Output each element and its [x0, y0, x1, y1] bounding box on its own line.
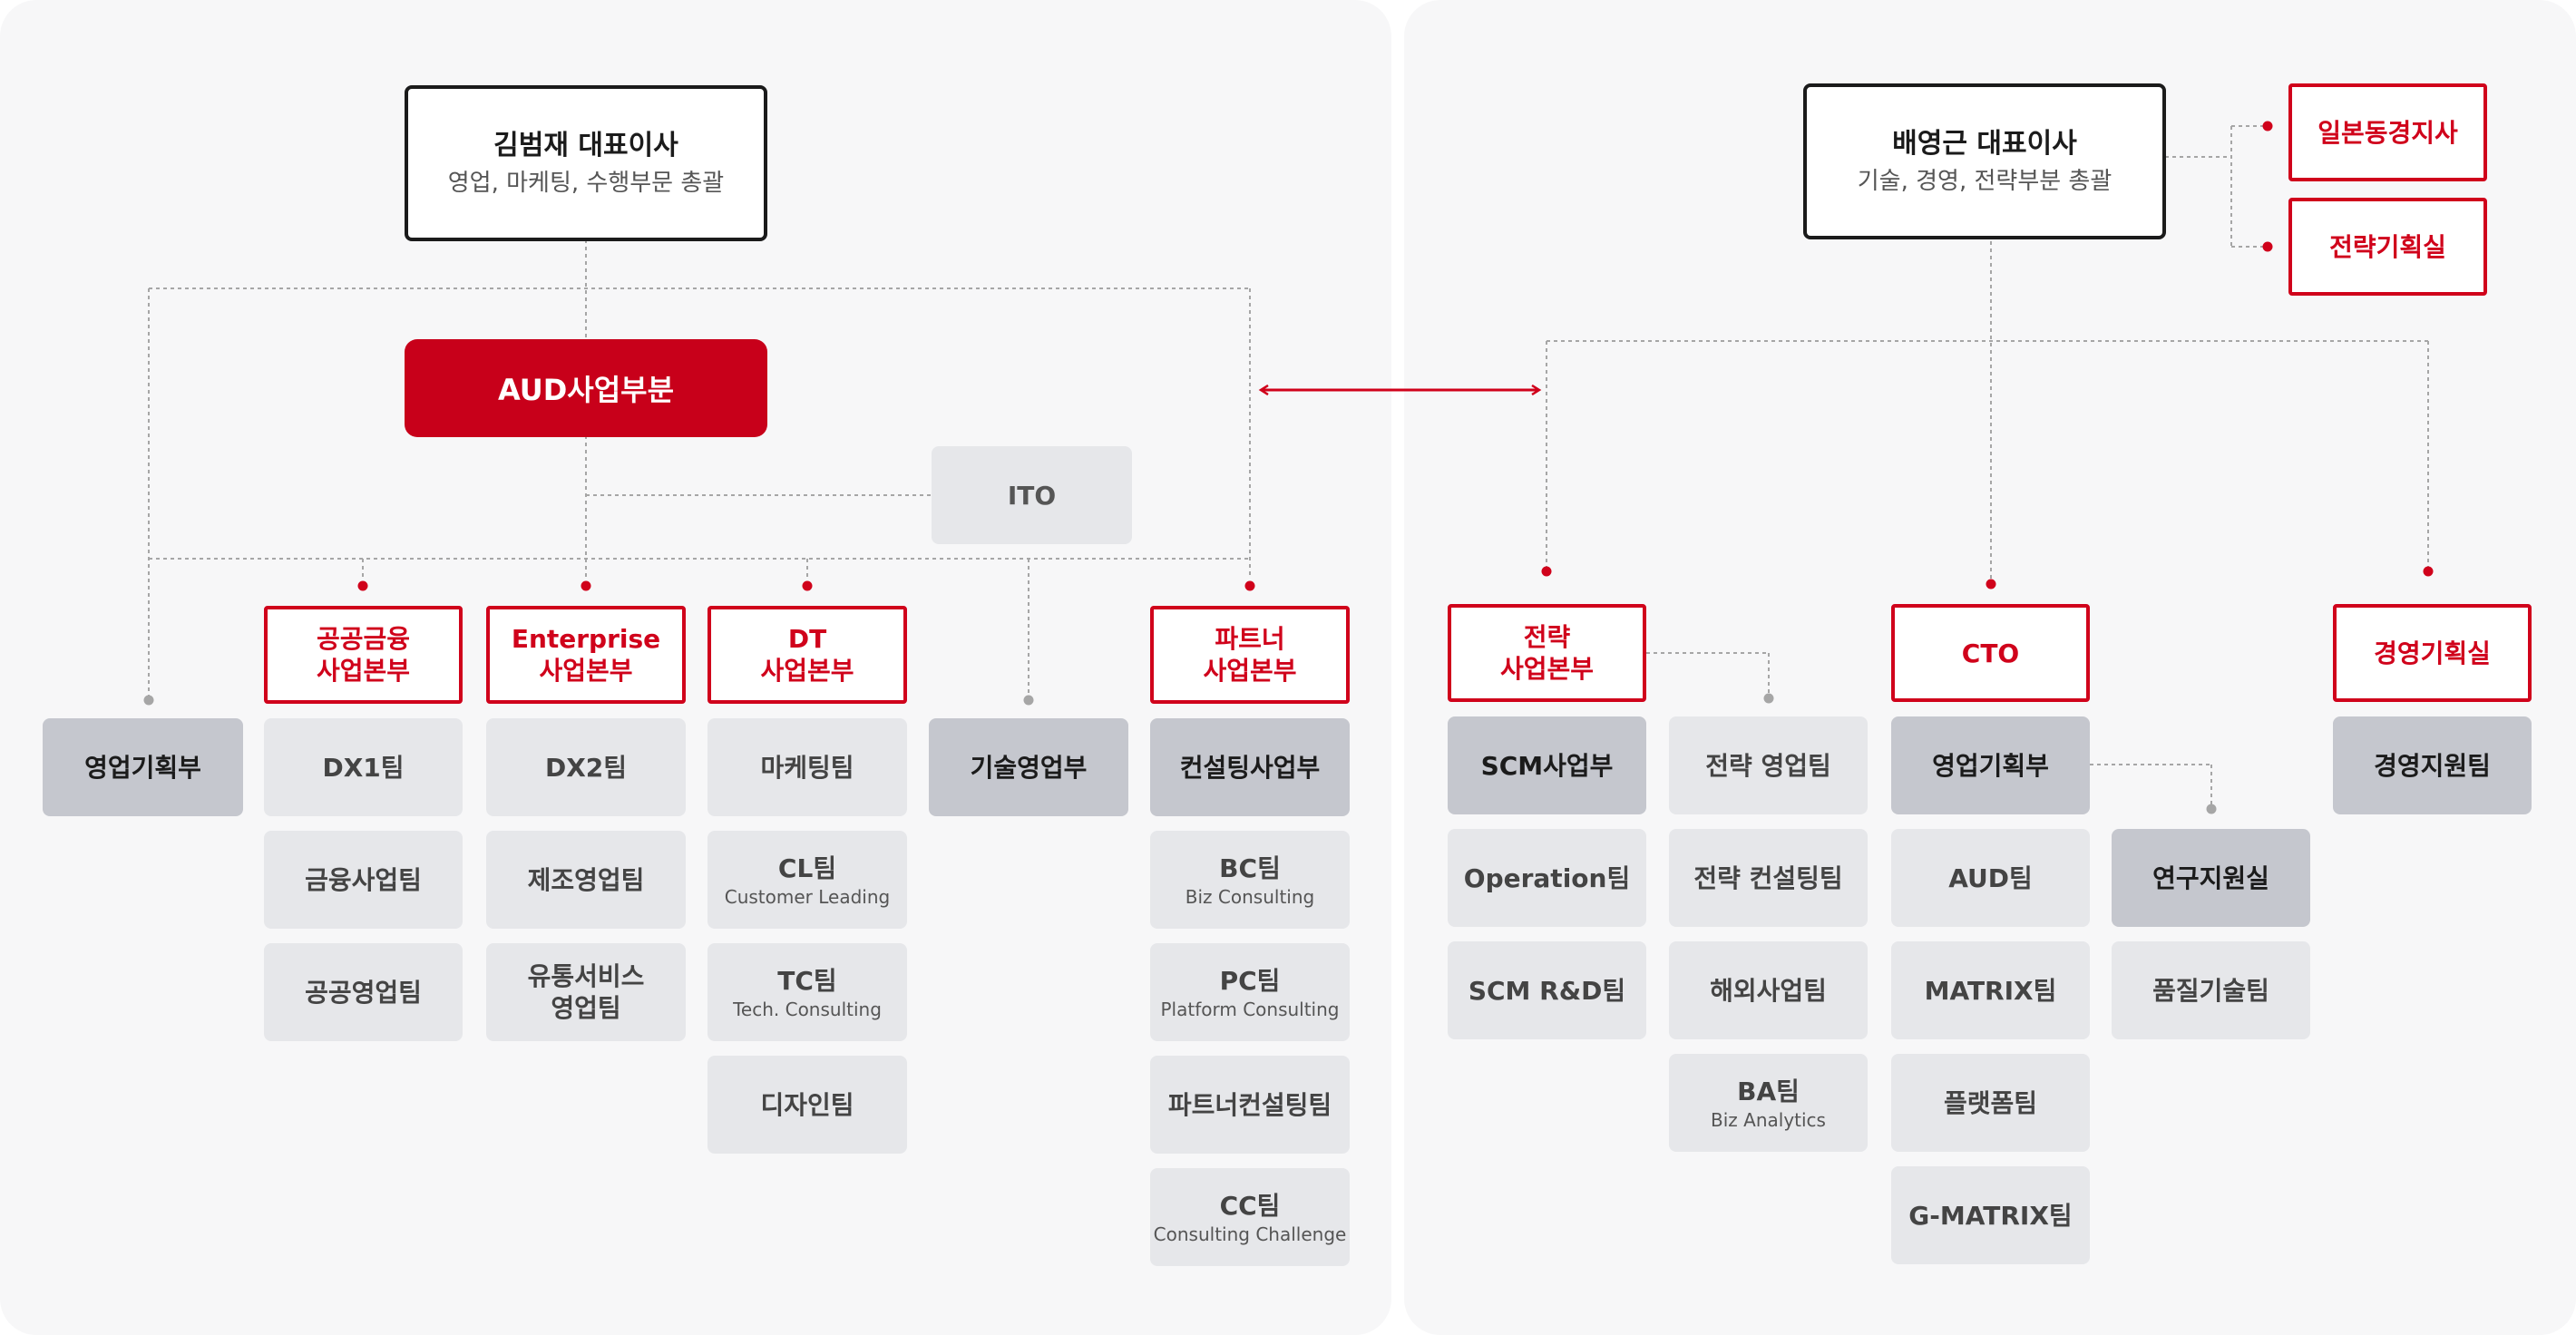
cto-sales-planning-dept: 영업기획부: [1891, 716, 2090, 814]
ceo-desc-right: 기술, 경영, 전략부분 총괄: [1857, 167, 2113, 195]
team-tc-name: TC팀: [777, 965, 837, 996]
team-strategy-consulting: 전략 컨설팅팀: [1669, 829, 1868, 927]
team-cl-name: CL팀: [777, 853, 837, 883]
team-design: 디자인팀: [707, 1056, 907, 1154]
team-partner-consulting: 파트너컨설팅팀: [1150, 1056, 1350, 1154]
division-partner-line1: 파트너: [1215, 624, 1285, 654]
strategy-planning-office: 전략기획실: [2288, 198, 2487, 296]
team-ba-sub: Biz Analytics: [1711, 1108, 1826, 1131]
team-ba: BA팀 Biz Analytics: [1669, 1054, 1868, 1152]
team-bc: BC팀 Biz Consulting: [1150, 831, 1350, 929]
aud-division: AUD사업부분: [405, 339, 767, 437]
team-cl: CL팀 Customer Leading: [707, 831, 907, 929]
ceo-box-right: 배영근 대표이사 기술, 경영, 전략부분 총괄: [1803, 83, 2166, 239]
team-marketing: 마케팅팀: [707, 718, 907, 816]
division-management-planning: 경영기획실: [2333, 604, 2532, 702]
team-management-support: 경영지원팀: [2333, 716, 2532, 814]
team-overseas-business: 해외사업팀: [1669, 941, 1868, 1039]
division-public-finance-line2: 사업본부: [316, 656, 411, 686]
team-aud: AUD팀: [1891, 829, 2090, 927]
team-cc-name: CC팀: [1219, 1190, 1281, 1221]
team-g-matrix: G-MATRIX팀: [1891, 1166, 2090, 1264]
japan-branch: 일본동경지사: [2288, 83, 2487, 181]
team-operation: Operation팀: [1448, 829, 1646, 927]
team-retail-service-line2: 영업팀: [551, 993, 621, 1023]
division-cto: CTO: [1891, 604, 2090, 702]
team-pc-sub: Platform Consulting: [1160, 998, 1340, 1020]
team-cc: CC팀 Consulting Challenge: [1150, 1168, 1350, 1266]
ito-box: ITO: [932, 446, 1132, 544]
sales-planning-dept: 영업기획부: [43, 718, 243, 816]
ceo-desc-left: 영업, 마케팅, 수행부문 총괄: [447, 169, 725, 197]
team-scm-rnd: SCM R&D팀: [1448, 941, 1646, 1039]
team-manufacturing-sales: 제조영업팀: [486, 831, 686, 929]
team-quality-tech: 품질기술팀: [2112, 941, 2310, 1039]
team-bc-name: BC팀: [1219, 853, 1281, 883]
ceo-name-left: 김범재 대표이사: [493, 129, 678, 161]
division-enterprise: Enterprise 사업본부: [486, 606, 686, 704]
team-retail-service-sales: 유통서비스 영업팀: [486, 943, 686, 1041]
team-pc-name: PC팀: [1219, 965, 1281, 996]
division-partner-line2: 사업본부: [1203, 656, 1297, 686]
division-strategy: 전략 사업본부: [1448, 604, 1646, 702]
team-tc-sub: Tech. Consulting: [733, 998, 882, 1020]
team-dx1: DX1팀: [264, 718, 463, 816]
division-dt-line2: 사업본부: [760, 656, 854, 686]
team-tc: TC팀 Tech. Consulting: [707, 943, 907, 1041]
division-partner: 파트너 사업본부: [1150, 606, 1350, 704]
team-public-sales: 공공영업팀: [264, 943, 463, 1041]
division-dt: DT 사업본부: [707, 606, 907, 704]
consulting-business-dept: 컨설팅사업부: [1150, 718, 1350, 816]
team-matrix: MATRIX팀: [1891, 941, 2090, 1039]
team-pc: PC팀 Platform Consulting: [1150, 943, 1350, 1041]
division-enterprise-line2: 사업본부: [539, 656, 633, 686]
division-strategy-line1: 전략: [1523, 622, 1571, 652]
scm-business-dept: SCM사업부: [1448, 716, 1646, 814]
team-cl-sub: Customer Leading: [724, 885, 891, 908]
research-support-office: 연구지원실: [2112, 829, 2310, 927]
ceo-name-right: 배영근 대표이사: [1892, 127, 2077, 160]
team-bc-sub: Biz Consulting: [1185, 885, 1315, 908]
division-public-finance-line1: 공공금융: [316, 624, 411, 654]
division-public-finance: 공공금융 사업본부: [264, 606, 463, 704]
team-ba-name: BA팀: [1737, 1076, 1800, 1106]
division-dt-line1: DT: [787, 624, 827, 654]
team-dx2: DX2팀: [486, 718, 686, 816]
division-strategy-line2: 사업본부: [1499, 654, 1595, 684]
team-platform: 플랫폼팀: [1891, 1054, 2090, 1152]
team-retail-service-line1: 유통서비스: [527, 961, 645, 991]
tech-sales-dept: 기술영업부: [929, 718, 1128, 816]
division-enterprise-line1: Enterprise: [511, 624, 661, 654]
team-cc-sub: Consulting Challenge: [1153, 1223, 1347, 1245]
team-strategy-sales: 전략 영업팀: [1669, 716, 1868, 814]
team-finance-business: 금융사업팀: [264, 831, 463, 929]
ceo-box-left: 김범재 대표이사 영업, 마케팅, 수행부문 총괄: [405, 85, 767, 241]
